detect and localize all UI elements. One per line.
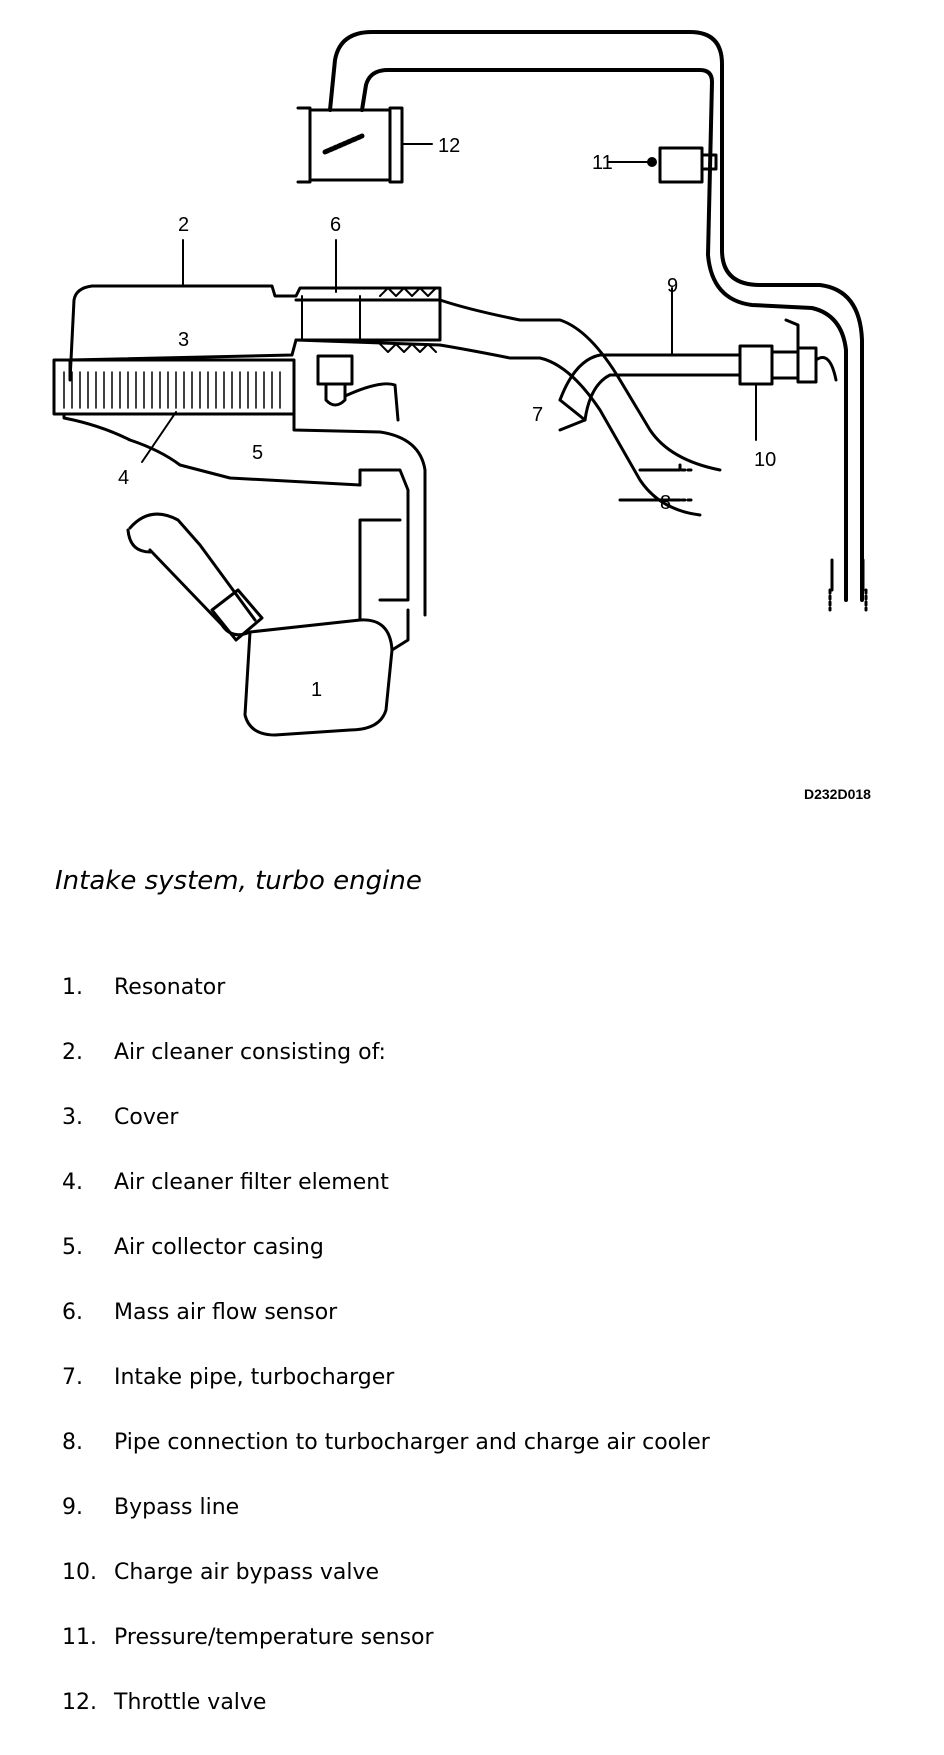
- item-text: Charge air bypass valve: [114, 1560, 380, 1585]
- list-item: 8. Pipe connection to turbocharger and ch…: [62, 1430, 922, 1495]
- item-text: Air cleaner filter element: [114, 1170, 389, 1195]
- air-cleaner-cover: [68, 284, 442, 382]
- callout-12: 12: [438, 135, 461, 157]
- charge-pipe-inner: [360, 68, 848, 602]
- item-number: 12.: [62, 1690, 97, 1715]
- drawing-code: D232D018: [804, 786, 871, 802]
- filter-element: [52, 358, 296, 416]
- list-item: 10. Charge air bypass valve: [62, 1560, 922, 1625]
- callout-5: 5: [252, 442, 264, 464]
- callout-4: 4: [118, 467, 130, 489]
- list-item: 3. Cover: [62, 1105, 922, 1170]
- figure-caption: Intake system, turbo engine: [55, 866, 422, 896]
- list-item: 6. Mass air flow sensor: [62, 1300, 922, 1365]
- item-text: Pressure/temperature sensor: [114, 1625, 434, 1650]
- item-number: 4.: [62, 1170, 83, 1195]
- item-text: Bypass line: [114, 1495, 240, 1520]
- item-text: Mass air flow sensor: [114, 1300, 338, 1325]
- item-number: 2.: [62, 1040, 83, 1065]
- item-text: Air cleaner consisting of:: [114, 1040, 386, 1065]
- legend-list: 1. Resonator 2. Air cleaner consisting of:…: [62, 975, 922, 1755]
- callout-10: 10: [754, 449, 777, 471]
- resonator: [243, 618, 394, 737]
- callout-1: 1: [311, 679, 323, 701]
- callout-9: 9: [667, 275, 679, 297]
- item-text: Pipe connection to turbocharger and char…: [114, 1430, 710, 1455]
- callout-6: 6: [330, 214, 342, 236]
- maf-duct: [294, 298, 722, 472]
- maf-connector: [316, 354, 354, 386]
- list-item: 12. Throttle valve: [62, 1690, 922, 1755]
- resonator-hose: [128, 512, 257, 622]
- item-text: Cover: [114, 1105, 179, 1130]
- callout-3: 3: [178, 329, 190, 351]
- turbo-intake-pipe: [558, 398, 587, 432]
- list-item: 7. Intake pipe, turbocharger: [62, 1365, 922, 1430]
- item-text: Air collector casing: [114, 1235, 324, 1260]
- item-number: 8.: [62, 1430, 83, 1455]
- callout-2: 2: [178, 214, 190, 236]
- list-item: 4. Air cleaner filter element: [62, 1170, 922, 1235]
- item-number: 6.: [62, 1300, 83, 1325]
- charge-pipe-outer: [328, 30, 864, 602]
- intake-system-diagram: 1 2 3 4 5 6 7 8 9 10 11 12: [0, 0, 944, 770]
- item-text: Intake pipe, turbocharger: [114, 1365, 395, 1390]
- item-text: Throttle valve: [114, 1690, 267, 1715]
- pressure-sensor: [658, 146, 704, 184]
- list-item: 11. Pressure/temperature sensor: [62, 1625, 922, 1690]
- callout-7: 7: [532, 404, 544, 426]
- throttle-plate: [322, 133, 365, 155]
- item-number: 7.: [62, 1365, 83, 1390]
- callout-8: 8: [660, 492, 672, 514]
- bypass-valve: [738, 344, 774, 386]
- item-number: 5.: [62, 1235, 83, 1260]
- bypass-line: [558, 353, 742, 402]
- list-item: 5. Air collector casing: [62, 1235, 922, 1300]
- item-text: Resonator: [114, 975, 226, 1000]
- callout-11: 11: [592, 152, 613, 174]
- list-item: 9. Bypass line: [62, 1495, 922, 1560]
- item-number: 9.: [62, 1495, 83, 1520]
- item-number: 1.: [62, 975, 83, 1000]
- list-item: 2. Air cleaner consisting of:: [62, 1040, 922, 1105]
- air-collector-casing: [62, 412, 410, 602]
- item-number: 3.: [62, 1105, 83, 1130]
- list-item: 1. Resonator: [62, 975, 922, 1040]
- item-number: 11.: [62, 1625, 97, 1650]
- throttle-body: [308, 108, 392, 182]
- item-number: 10.: [62, 1560, 97, 1585]
